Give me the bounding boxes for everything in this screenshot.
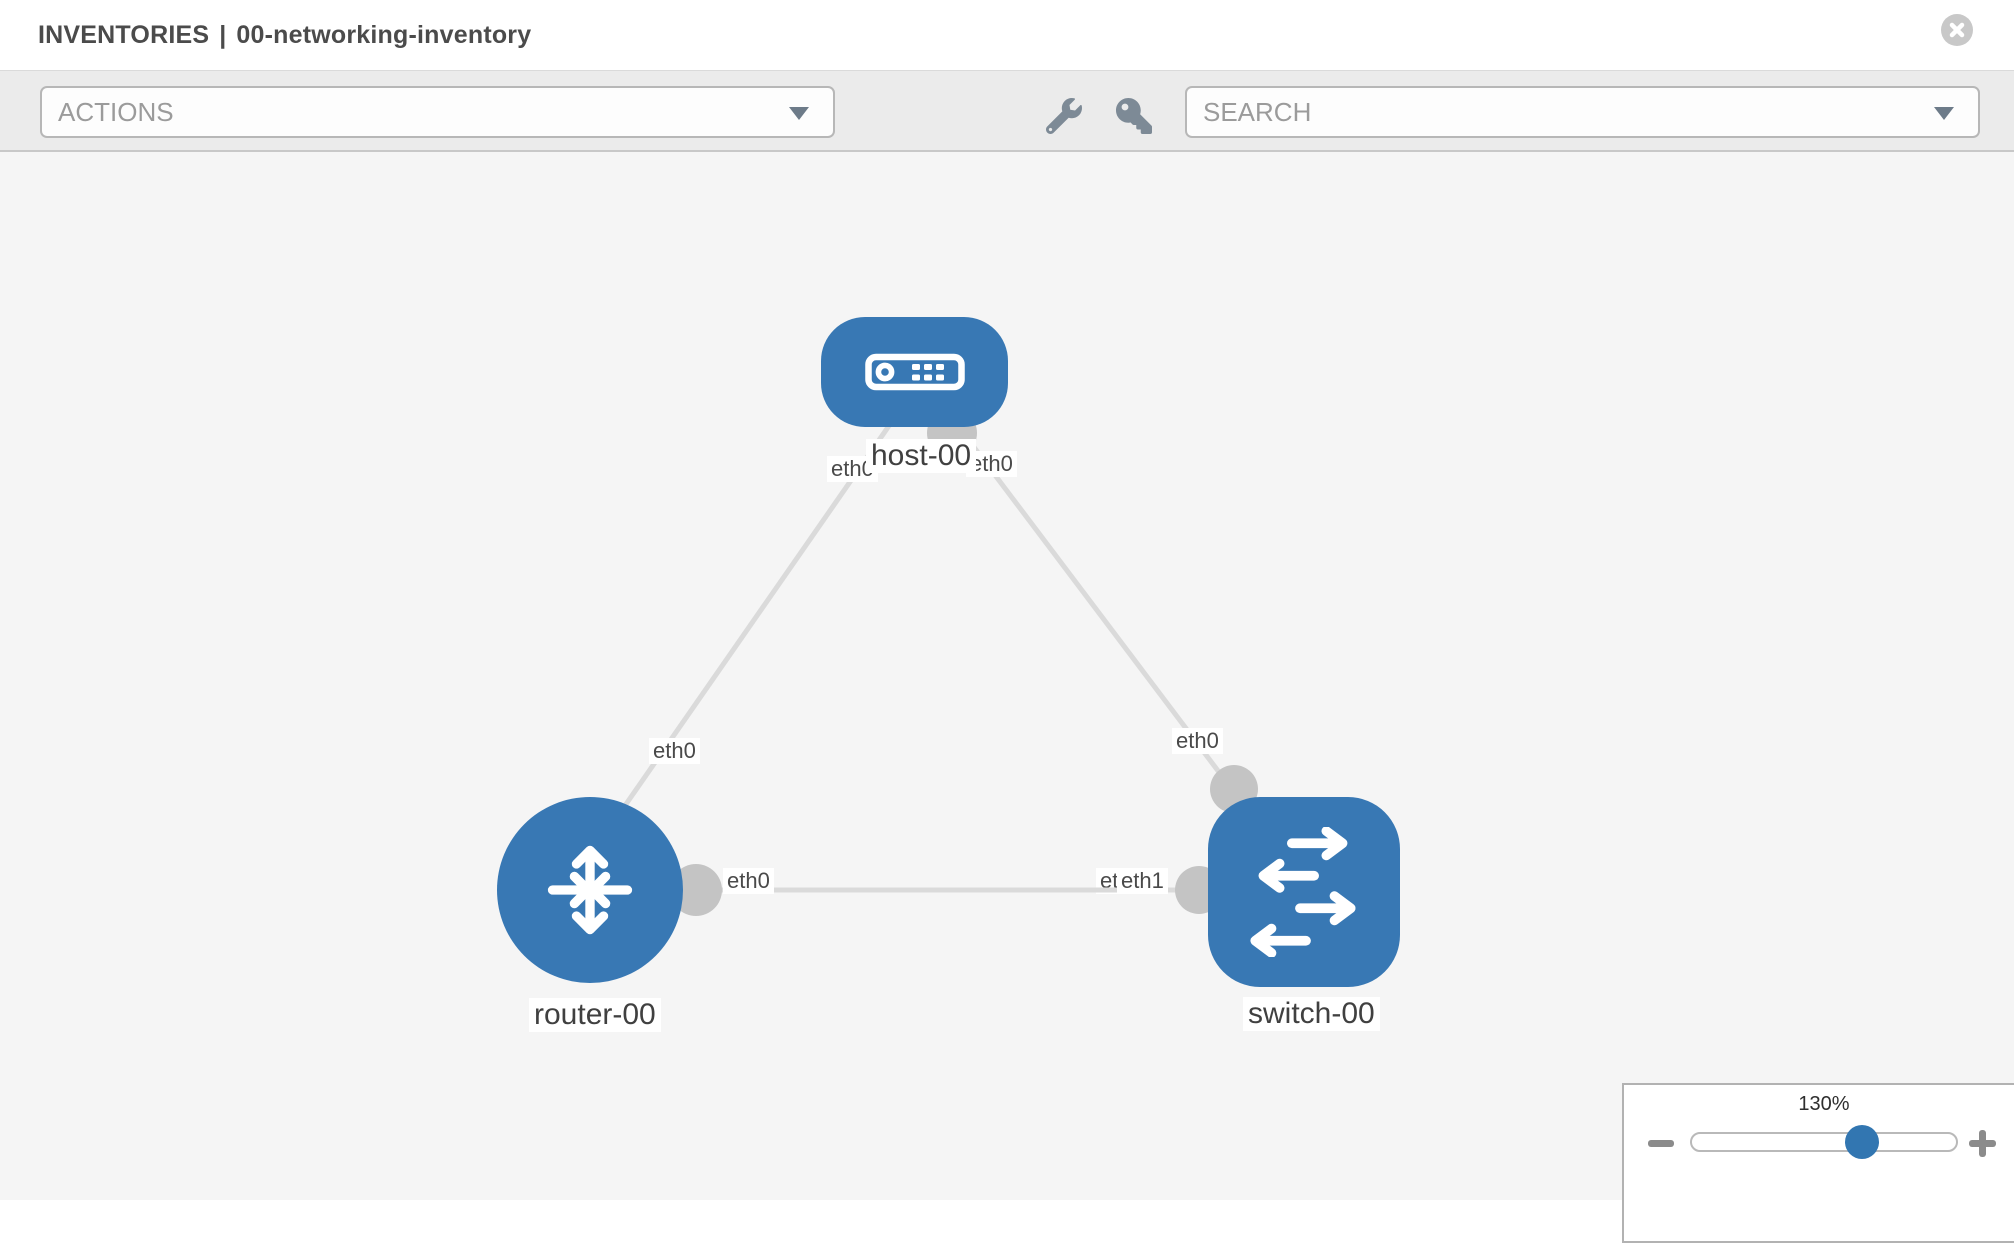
link-lines [612, 418, 1242, 893]
page-header: INVENTORIES | 00-networking-inventory [0, 0, 2014, 70]
wrench-icon [1046, 98, 1082, 134]
zoom-slider-thumb[interactable] [1845, 1125, 1879, 1159]
chevron-down-icon [789, 107, 809, 120]
zoom-panel: 130% [1622, 1083, 2014, 1243]
breadcrumb-separator: | [219, 20, 227, 49]
node-label-switch-00: switch-00 [1243, 997, 1380, 1031]
breadcrumb-section: INVENTORIES [38, 20, 210, 49]
plus-icon [1968, 1129, 1996, 1157]
node-label-router-00: router-00 [529, 998, 661, 1032]
topology-canvas[interactable]: eth0 eth0 eth0 eth0 eth0 eth0 eth1 host-… [0, 152, 2014, 1243]
actions-dropdown[interactable]: ACTIONS [40, 86, 835, 138]
interface-label-router-eth0-link: eth0 [723, 868, 774, 894]
wrench-button[interactable] [1043, 95, 1085, 137]
interface-label-switch-eth0-top: eth0 [1172, 728, 1223, 754]
minus-icon [1648, 1139, 1674, 1147]
zoom-out-button[interactable] [1645, 1127, 1677, 1159]
node-router-00[interactable] [497, 797, 683, 983]
zoom-in-button[interactable] [1966, 1127, 1998, 1159]
toolbar: ACTIONS SEARCH [0, 70, 2014, 152]
key-button[interactable] [1113, 95, 1155, 137]
node-label-host-00: host-00 [866, 439, 977, 473]
actions-dropdown-label: ACTIONS [58, 96, 174, 127]
close-button[interactable] [1941, 14, 1973, 46]
chevron-down-icon [1934, 107, 1954, 120]
interface-label-switch-eth1-link: eth1 [1117, 868, 1168, 894]
key-icon [1116, 98, 1152, 134]
host-icon [864, 353, 965, 391]
zoom-slider[interactable] [1690, 1132, 1958, 1152]
breadcrumb-inventory-name: 00-networking-inventory [236, 20, 532, 49]
search-placeholder: SEARCH [1203, 96, 1312, 127]
node-switch-00[interactable] [1208, 797, 1400, 987]
zoom-level-value: 130% [1798, 1093, 1850, 1115]
switch-icon [1250, 827, 1356, 957]
interface-label-router-eth0-top: eth0 [649, 738, 700, 764]
router-icon [547, 845, 633, 935]
close-icon [1949, 22, 1965, 38]
search-dropdown[interactable]: SEARCH [1185, 86, 1980, 138]
page-title: INVENTORIES | 00-networking-inventory [38, 0, 531, 70]
node-host-00[interactable] [821, 317, 1008, 427]
